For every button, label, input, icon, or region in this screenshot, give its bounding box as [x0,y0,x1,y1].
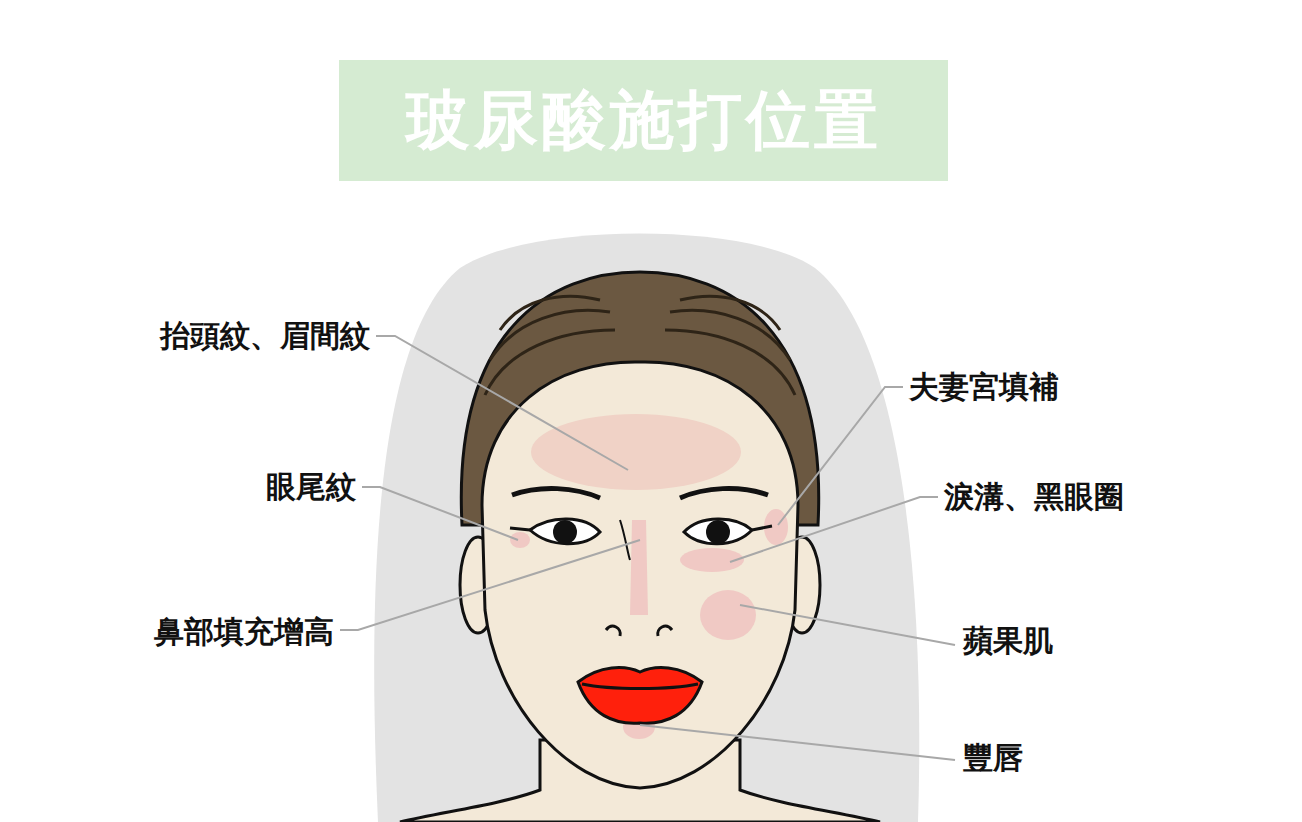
title-band: 玻尿酸施打位置 [339,60,948,181]
callout-label: 夫妻宮填補 [909,369,1059,405]
callout-label: 淚溝、黑眼圈 [944,479,1124,515]
callout-label: 抬頭紋、眉間紋 [160,318,370,354]
title: 玻尿酸施打位置 [406,77,882,164]
callout-label: 眼尾紋 [266,469,356,505]
callout-label: 蘋果肌 [963,623,1053,659]
callout-label: 豐唇 [963,740,1023,776]
callout-label: 鼻部填充增高 [154,614,334,650]
